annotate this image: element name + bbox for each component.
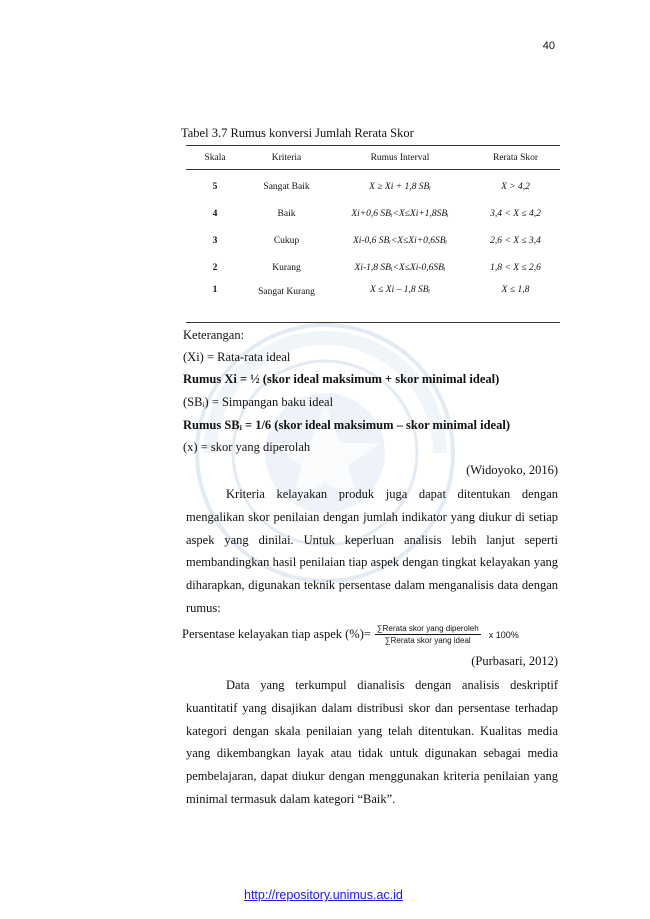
xi-formula: Rumus Xi = ½ (skor ideal maksimum + skor… [183, 372, 500, 386]
sbi-formula: Rumus SBᵢ = 1/6 (skor ideal maksimum – s… [183, 418, 510, 432]
cell-skala: 4 [212, 208, 218, 219]
percentage-formula: Persentase kelayakan tiap aspek (%)= ∑Re… [182, 624, 519, 645]
formula-multiplier: x 100% [488, 629, 519, 640]
university-seal-watermark [195, 323, 455, 583]
paragraph-kriteria: Kriteria kelayakan produk juga dapat dit… [186, 483, 558, 620]
header-skala: Skala [186, 145, 244, 170]
cell-rumus: X ≥ Xi + 1,8 SBᵢ [369, 181, 431, 192]
formula-denominator: ∑Rerata skor yang ideal [384, 636, 471, 645]
cell-rerata: X ≤ 1,8 [471, 281, 560, 323]
cell-rumus: X ≤ Xi – 1,8 SBᵢ [329, 281, 471, 323]
citation-purbasari: (Purbasari, 2012) [471, 654, 558, 668]
table-caption: Tabel 3.7 Rumus konversi Jumlah Rerata S… [181, 126, 414, 140]
paragraph-analisis: Data yang terkumpul dianalisis dengan an… [186, 674, 558, 811]
cell-skala: 2 [212, 262, 218, 273]
cell-rerata: X > 4,2 [501, 181, 530, 192]
repository-link[interactable]: http://repository.unimus.ac.id [244, 888, 403, 902]
cell-skala: 3 [212, 235, 218, 246]
cell-kriteria: Baik [277, 208, 296, 219]
table-row: 1 Sangat Kurang X ≤ Xi – 1,8 SBᵢ X ≤ 1,8 [186, 281, 560, 323]
cell-kriteria: Sangat Baik [263, 181, 310, 192]
cell-rerata: 3,4 < X ≤ 4,2 [490, 208, 541, 219]
cell-rumus: Xi-1,8 SBᵢ<X≤Xi-0,6SBᵢ [354, 262, 446, 273]
header-kriteria: Kriteria [244, 145, 329, 170]
cell-kriteria: Kurang [272, 262, 301, 273]
cell-rumus: Xi-0,6 SBᵢ<X≤Xi+0,6SBᵢ [352, 235, 448, 246]
cell-kriteria: Sangat Kurang [244, 281, 329, 323]
table-row: 5 Sangat Baik X ≥ Xi + 1,8 SBᵢ X > 4,2 [186, 170, 560, 201]
header-rumus-interval: Rumus Interval [329, 145, 471, 170]
formula-label: Persentase kelayakan tiap aspek (%)= [182, 627, 371, 641]
table-header-row: Skala Kriteria Rumus Interval Rerata Sko… [186, 145, 560, 170]
table-row: 2 Kurang Xi-1,8 SBᵢ<X≤Xi-0,6SBᵢ 1,8 < X … [186, 254, 560, 281]
cell-skala: 5 [212, 181, 218, 192]
table-row: 3 Cukup Xi-0,6 SBᵢ<X≤Xi+0,6SBᵢ 2,6 < X ≤… [186, 227, 560, 254]
x-definition: (x) = skor yang diperolah [183, 440, 311, 454]
header-rerata-skor: Rerata Skor [471, 145, 560, 170]
paragraph-analisis-text: Data yang terkumpul dianalisis dengan an… [186, 678, 558, 806]
cell-skala: 1 [186, 281, 244, 323]
page-number: 40 [542, 40, 555, 52]
cell-rumus: Xi+0,6 SBᵢ<X≤Xi+1,8SBᵢ [351, 208, 449, 219]
keterangan-heading: Keterangan: [183, 328, 245, 342]
sbi-definition: (SBᵢ) = Simpangan baku ideal [183, 395, 334, 409]
xi-definition: (Xi) = Rata-rata ideal [183, 350, 291, 364]
formula-fraction: ∑Rerata skor yang diperoleh ∑Rerata skor… [374, 624, 481, 645]
paragraph-kriteria-text: Kriteria kelayakan produk juga dapat dit… [186, 487, 558, 615]
cell-kriteria: Cukup [273, 235, 300, 246]
conversion-table: Skala Kriteria Rumus Interval Rerata Sko… [186, 145, 560, 323]
table-row: 4 Baik Xi+0,6 SBᵢ<X≤Xi+1,8SBᵢ 3,4 < X ≤ … [186, 200, 560, 227]
citation-widoyoko: (Widoyoko, 2016) [466, 463, 558, 477]
cell-rerata: 2,6 < X ≤ 3,4 [490, 235, 541, 246]
formula-numerator: ∑Rerata skor yang diperoleh [374, 624, 481, 635]
cell-rerata: 1,8 < X ≤ 2,6 [490, 262, 541, 273]
